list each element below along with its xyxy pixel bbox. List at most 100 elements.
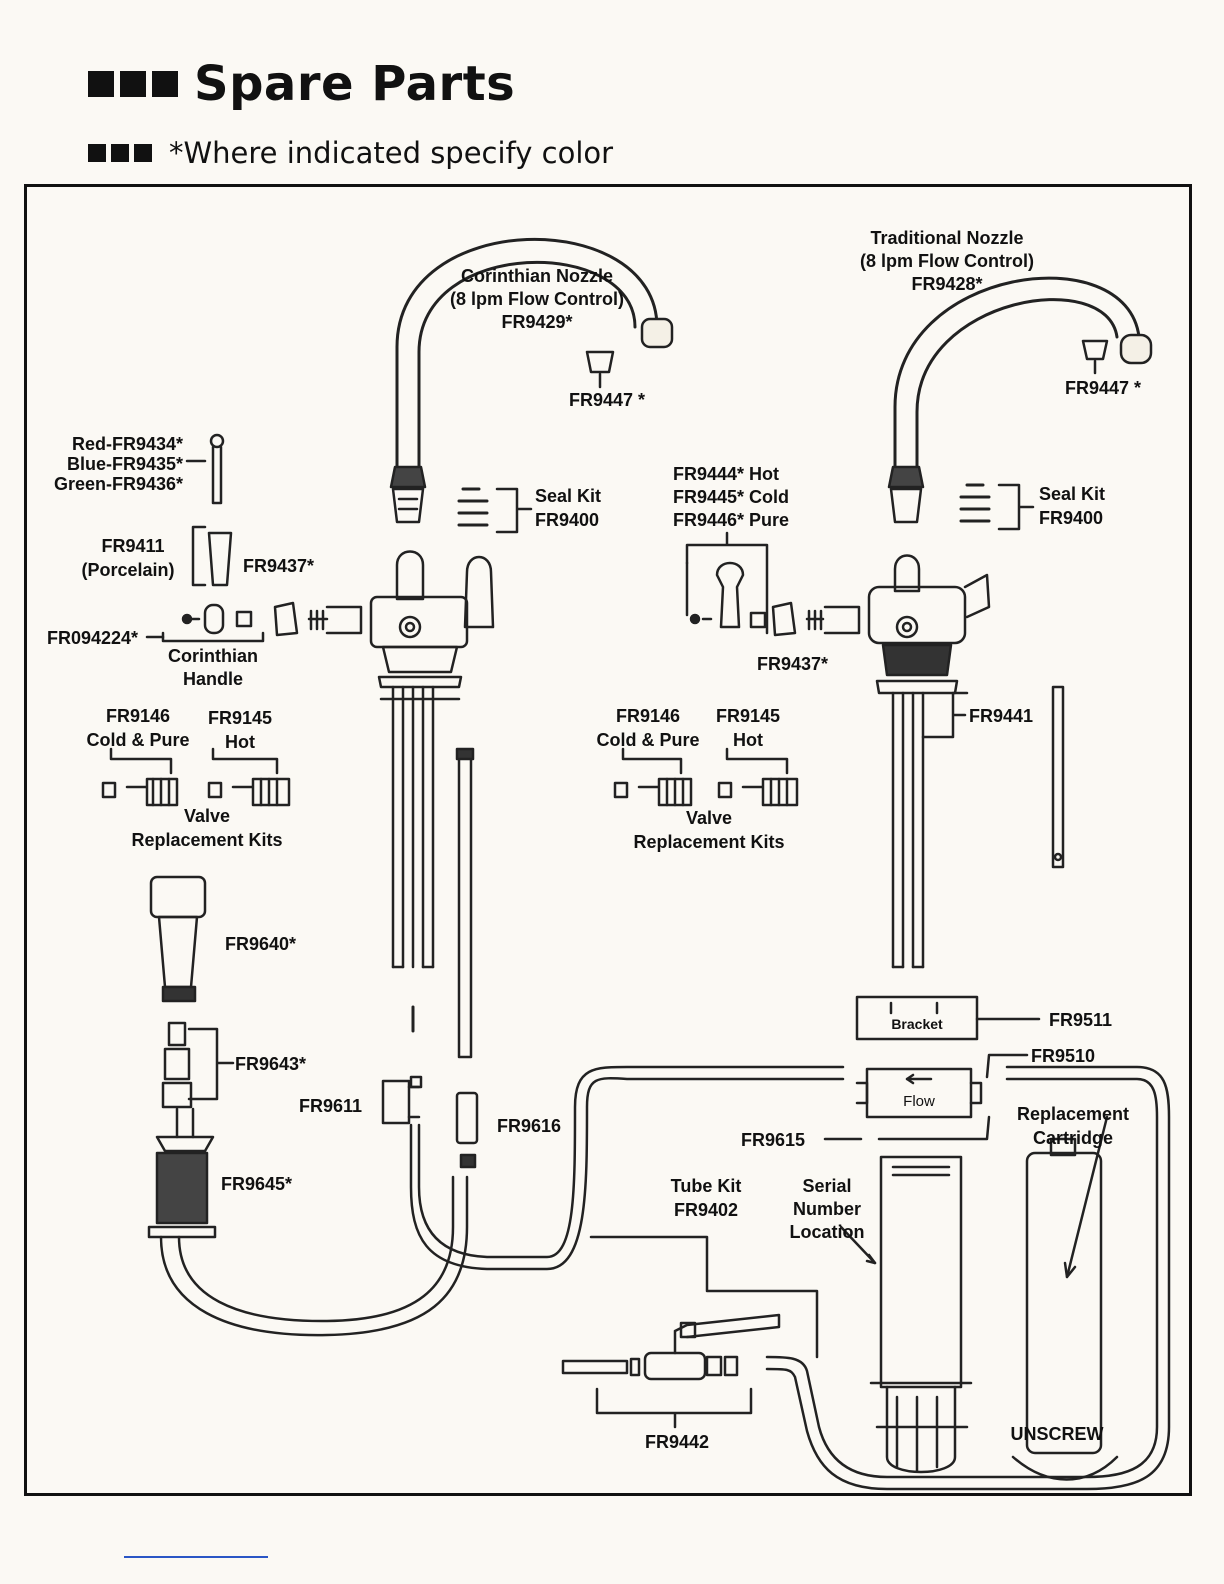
traditional-faucet-body: [805, 554, 991, 969]
fr9616-rod-drawing: [455, 747, 479, 1169]
fr9437-right-label: FR9437*: [757, 654, 829, 674]
corinthian-code-label: FR9429*: [501, 312, 573, 332]
traditional-nozzle-label: Traditional Nozzle: [870, 228, 1024, 248]
tube-run-drawing: [765, 1065, 1171, 1491]
page-header: Spare Parts: [88, 56, 515, 112]
parts-diagram: [101, 237, 1171, 1491]
page-title: Spare Parts: [194, 56, 516, 112]
blue-pin-label: Blue-FR9435*: [66, 454, 183, 474]
corinthian-handle-label-2: Handle: [182, 669, 243, 689]
fr9145-right-label: FR9145: [715, 706, 781, 726]
traditional-code-label: FR9428*: [911, 274, 983, 294]
valve-right-label-2: Replacement Kits: [633, 832, 785, 852]
fr9611-fitting-drawing: [381, 1005, 845, 1271]
bullet-square-icon: [88, 71, 114, 97]
fr9645-hose-guide-drawing: [147, 1107, 469, 1337]
fr9445-cold-label: FR9445* Cold: [673, 487, 790, 507]
corinthian-nozzle-label: Corinthian Nozzle: [461, 266, 613, 286]
fr9611-label: FR9611: [299, 1096, 363, 1116]
corinthian-nozzle-drawing: [389, 237, 674, 524]
corinthian-faucet-body: [307, 550, 495, 969]
corinthian-handle-label-1: Corinthian: [168, 646, 258, 666]
replacement-cartridge-label-1: Replacement: [1016, 1104, 1130, 1124]
fr9441-rod-drawing: [1051, 685, 1065, 869]
traditional-nozzle-drawing: [887, 276, 1153, 524]
hot-left-label: Hot: [225, 732, 255, 752]
bullet-square-icon: [134, 144, 152, 162]
valve-left-label-1: Valve: [183, 806, 231, 826]
red-pin-label: Red-FR9434*: [71, 434, 183, 454]
seal-kit-right-drawing: [959, 483, 1035, 531]
serial-label-3: Location: [789, 1222, 865, 1242]
flow-control-insert-right: [1081, 339, 1109, 375]
fr9640-sprayer-drawing: [149, 875, 207, 1003]
fr9441-label: FR9441: [969, 706, 1034, 726]
green-pin-label: Green-FR9436*: [53, 474, 183, 494]
parts-diagram-frame: Corinthian Nozzle (8 lpm Flow Control) F…: [24, 184, 1192, 1496]
corinthian-flow-label: (8 lpm Flow Control): [450, 289, 624, 309]
fr9411-label: FR9411: [101, 536, 165, 556]
valve-kits-right-drawing: [613, 747, 799, 807]
fr9511-bracket-drawing: [855, 995, 1041, 1041]
cold-pure-left-label: Cold & Pure: [86, 730, 190, 750]
unscrew-label: UNSCREW: [1010, 1424, 1104, 1444]
fr9441-leader: [921, 691, 969, 739]
indicator-pin-drawing: [185, 433, 225, 505]
bullet-square-icon: [152, 71, 178, 97]
fr9437-left-label: FR9437*: [243, 556, 315, 576]
traditional-flow-label: (8 lpm Flow Control): [860, 251, 1034, 271]
fr9442-label: FR9442: [644, 1432, 710, 1452]
replacement-cartridge-label-2: Cartridge: [1032, 1128, 1113, 1148]
fr9643-fitting-drawing: [161, 1021, 235, 1109]
tube-kit-leader: [589, 1235, 819, 1359]
filter-housing-drawing: [839, 1155, 973, 1474]
fr9145-left-label: FR9145: [207, 708, 273, 728]
fr9640-label: FR9640*: [225, 934, 297, 954]
fr9645-label: FR9645*: [221, 1174, 293, 1194]
valve-right-label-1: Valve: [685, 808, 733, 828]
cold-pure-right-label: Cold & Pure: [596, 730, 700, 750]
fr9643-label: FR9643*: [235, 1054, 307, 1074]
fr094224-label: FR094224*: [47, 628, 139, 648]
traditional-handle-drawing: [685, 531, 797, 637]
fr9615-label: FR9615: [741, 1130, 806, 1150]
tube-kit-label-2: FR9402: [673, 1200, 739, 1220]
serial-label-2: Number: [792, 1199, 861, 1219]
hot-right-label: Hot: [733, 730, 763, 750]
corinthian-handle-drawing: [145, 603, 265, 643]
bracket-text: Bracket: [891, 1016, 943, 1032]
footer-link-underline[interactable]: [124, 1556, 268, 1558]
bullet-square-icon: [120, 71, 146, 97]
fr9615-leader: [823, 1115, 991, 1141]
seal-kit-left-drawing: [457, 487, 533, 534]
flow-control-insert-left: [585, 350, 615, 389]
fr9146-right-label: FR9146: [615, 706, 681, 726]
seal-kit-left-code: FR9400: [535, 510, 600, 530]
fr9437-cap-left-drawing: [273, 601, 299, 637]
replacement-cartridge-drawing: [1011, 1115, 1119, 1481]
porcelain-handle-drawing: [191, 525, 233, 587]
fr9446-pure-label: FR9446* Pure: [673, 510, 790, 530]
fr9510-label: FR9510: [1031, 1046, 1096, 1066]
flow-text: Flow: [903, 1093, 935, 1110]
serial-label-1: Serial: [802, 1176, 852, 1196]
seal-kit-right-label: Seal Kit: [1039, 484, 1106, 504]
page-subtitle: *Where indicated specify color: [169, 136, 614, 170]
fr9447-left-label: FR9447 *: [568, 390, 646, 410]
seal-kit-left-label: Seal Kit: [535, 486, 602, 506]
tube-kit-label-1: Tube Kit: [670, 1176, 742, 1196]
bullet-square-icon: [88, 144, 106, 162]
valve-kits-left-drawing: [101, 747, 291, 807]
porcelain-label: (Porcelain): [81, 560, 175, 580]
valve-left-label-2: Replacement Kits: [131, 830, 283, 850]
fr9511-label: FR9511: [1049, 1010, 1113, 1030]
fr9444-hot-label: FR9444* Hot: [673, 464, 780, 484]
fr9442-valve-drawing: [561, 1313, 781, 1429]
page-subheader: *Where indicated specify color: [88, 136, 613, 170]
bullet-square-icon: [111, 144, 129, 162]
fr9146-left-label: FR9146: [105, 706, 171, 726]
fr9616-label: FR9616: [497, 1116, 562, 1136]
seal-kit-right-code: FR9400: [1039, 508, 1104, 528]
fr9510-flow-drawing: [855, 1053, 1029, 1119]
fr9447-right-label: FR9447 *: [1064, 378, 1142, 398]
